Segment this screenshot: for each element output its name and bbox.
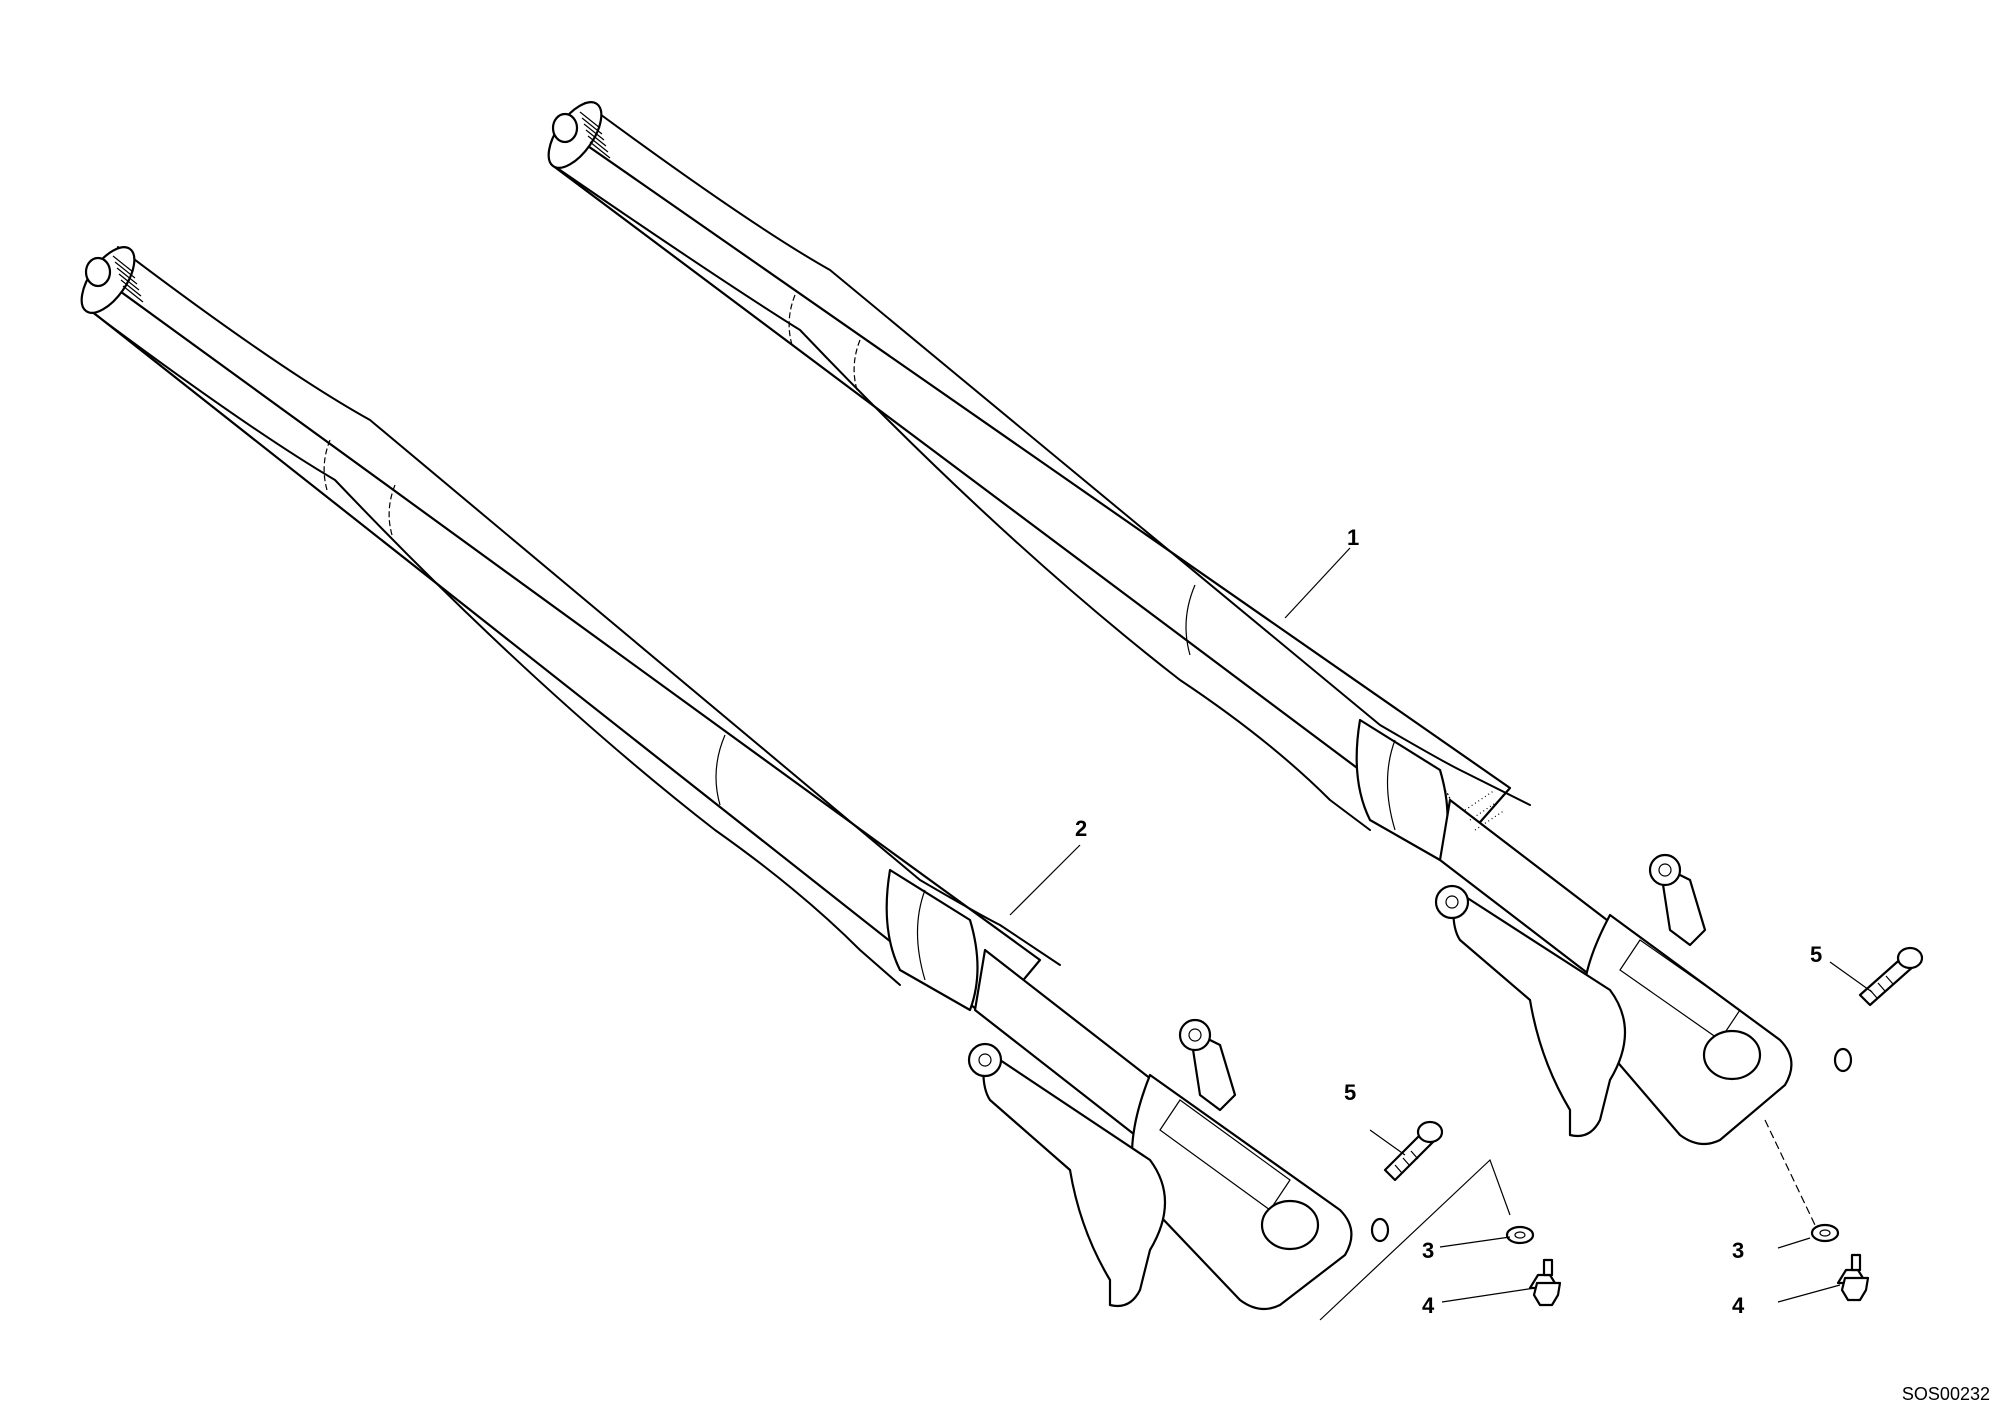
callout-3b: 3 <box>1732 1238 1744 1263</box>
callout-4a: 4 <box>1422 1293 1435 1318</box>
callout-5b: 5 <box>1810 942 1822 967</box>
callout-4b: 4 <box>1732 1293 1745 1318</box>
callout-3a: 3 <box>1422 1238 1434 1263</box>
callout-1: 1 <box>1347 525 1359 550</box>
leader-lines <box>1009 547 1873 1303</box>
washer-3-left <box>1505 1225 1535 1245</box>
fork-leg-1 <box>547 101 1853 1146</box>
washer-3-right <box>1810 1223 1840 1243</box>
fork-leg-2 <box>80 246 1390 1311</box>
callout-2: 2 <box>1075 816 1087 841</box>
screw-4-left <box>1528 1258 1562 1307</box>
callout-5a: 5 <box>1344 1080 1356 1105</box>
screw-4-right <box>1836 1253 1870 1302</box>
bolt-5-right <box>1858 946 1924 1007</box>
bolt-5-left <box>1383 1120 1444 1182</box>
drawing-code: SOS00232 <box>1902 1384 1990 1404</box>
